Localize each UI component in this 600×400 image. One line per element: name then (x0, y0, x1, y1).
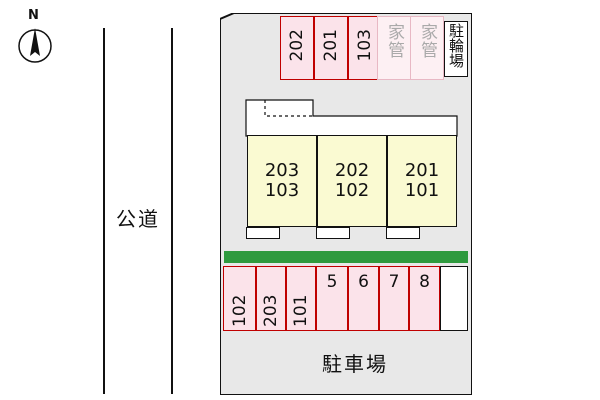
road-edge-right (171, 28, 173, 394)
bottom-parking-slot: 102 (223, 266, 256, 331)
hedge (224, 251, 468, 263)
top-parking-slot-managed: 家管 (377, 16, 411, 80)
top-parking-slot: 103 (348, 16, 382, 80)
slot-label: 202 (287, 28, 307, 62)
slot-label: 7 (388, 272, 400, 292)
bottom-parking-slot: 8 (409, 266, 440, 331)
slot-label: 5 (326, 272, 338, 292)
building-unit: 203 103 (247, 135, 317, 227)
top-parking-slot-managed: 家管 (410, 16, 444, 80)
top-parking-slot: 201 (314, 16, 348, 80)
bicycle-parking-label: 駐輪場 (447, 23, 465, 68)
unit-upper-number: 201 (404, 160, 440, 181)
unit-lower-number: 102 (334, 180, 370, 201)
slot-label: 8 (419, 272, 430, 292)
top-parking-slot: 202 (280, 16, 314, 80)
bottom-parking-slot: 101 (286, 266, 316, 331)
unit-lower-number: 103 (264, 180, 300, 201)
slot-label: 家管 (384, 23, 404, 59)
slot-label: 102 (229, 294, 250, 327)
compass-icon (18, 28, 52, 63)
building-upper (245, 99, 458, 137)
road-label: 公道 (116, 207, 160, 231)
bottom-parking-slot: 7 (379, 266, 409, 331)
slot-label: 103 (355, 28, 375, 62)
slot-label: 6 (358, 272, 369, 292)
bottom-parking-slot: 5 (316, 266, 348, 331)
unit-upper-number: 202 (334, 160, 370, 181)
unit-upper-number: 203 (264, 160, 300, 181)
balcony (386, 227, 420, 239)
building-unit: 201 101 (387, 135, 457, 227)
slot-label: 家管 (417, 23, 437, 59)
slot-label: 203 (261, 294, 281, 327)
building-unit: 202 102 (317, 135, 387, 227)
bottom-parking-slot: 6 (348, 266, 379, 331)
bicycle-parking: 駐輪場 (444, 21, 468, 77)
bottom-parking-slot: 203 (256, 266, 286, 331)
balcony (316, 227, 350, 239)
road-edge-left (103, 28, 105, 394)
unit-lower-number: 101 (404, 180, 440, 201)
parking-lot-label: 駐車場 (322, 352, 388, 376)
compass-north-label: N (28, 8, 39, 23)
balcony (246, 227, 280, 239)
slot-label: 201 (321, 28, 341, 62)
bottom-parking-slot-empty (440, 266, 468, 331)
slot-label: 101 (291, 294, 311, 327)
